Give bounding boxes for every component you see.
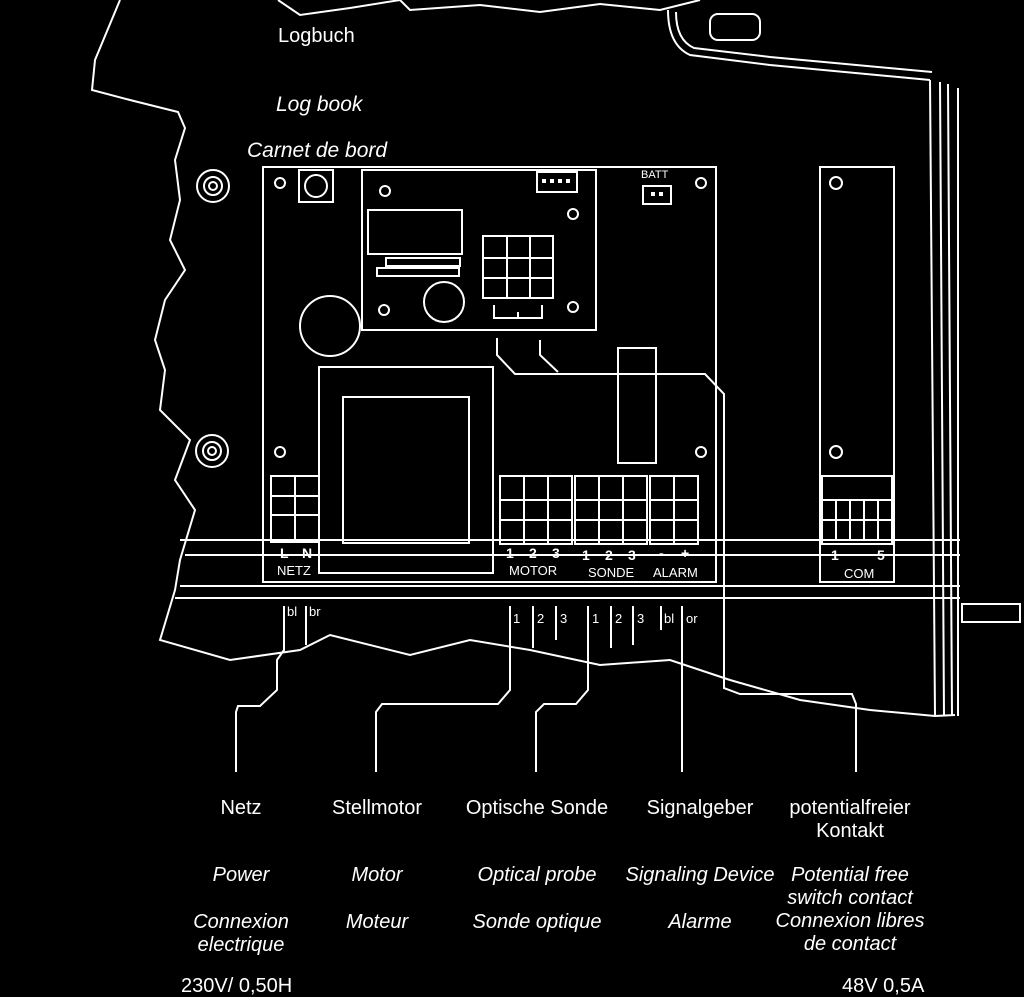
com-board <box>819 166 895 583</box>
connection-contact-de: potentialfreier <box>789 797 911 819</box>
wire-alarm-bl: bl <box>664 611 675 626</box>
motor-terminal-2-label: 2 <box>529 545 537 561</box>
sonde-terminal-2-label: 2 <box>605 547 613 563</box>
motor-terminal-3-label: 3 <box>552 545 560 561</box>
connection-netz-de: Netz <box>220 797 262 819</box>
alarm-plus-label: + <box>681 545 690 561</box>
connection-motor-fr: Moteur <box>345 911 409 933</box>
wire-sonde-3: 3 <box>637 611 645 626</box>
connection-contact-en: Potential free <box>791 864 909 886</box>
wire-alarm-or: or <box>686 611 698 626</box>
main-board <box>262 166 717 583</box>
alarm-terminal-label: ALARM <box>653 565 698 580</box>
netz-terminal-label: NETZ <box>277 563 311 578</box>
alarm-minus-label: - <box>659 545 664 561</box>
connection-signal-en: Signaling Device <box>625 864 775 886</box>
sonde-terminal-label: SONDE <box>588 565 635 580</box>
connection-signal-de: Signalgeber <box>646 797 754 819</box>
connection-contact-en-2: switch contact <box>787 887 913 909</box>
terminal-l-label: L <box>280 545 289 561</box>
connection-sonde-fr: Sonde optique <box>472 911 602 933</box>
logbook-label-en: Log book <box>276 93 363 116</box>
com-terminal-1-label: 1 <box>831 547 839 563</box>
sonde-terminal-1-label: 1 <box>582 547 590 563</box>
connection-contact-fr-2: de contact <box>803 933 897 955</box>
wire-motor-2: 2 <box>537 611 545 626</box>
wire-motor-3: 3 <box>560 611 568 626</box>
connection-sonde-en: Optical probe <box>477 864 597 886</box>
wire-netz-br: br <box>309 604 321 619</box>
motor-terminal-1-label: 1 <box>506 545 514 561</box>
connection-sonde-de: Optische Sonde <box>465 797 609 819</box>
terminal-n-label: N <box>302 545 313 561</box>
rating-contact: 48V 0,5A <box>842 975 925 997</box>
sonde-terminal <box>574 475 648 545</box>
connection-netz-fr: Connexion <box>193 911 289 933</box>
connection-motor-de: Stellmotor <box>331 797 423 819</box>
wire-motor-1: 1 <box>513 611 521 626</box>
connection-signal: Signalgeber Signaling Device Alarme <box>620 797 780 934</box>
housing-outline <box>90 0 956 718</box>
motor-terminal <box>499 475 573 545</box>
connection-netz: Netz Power Connexion electrique <box>161 797 321 957</box>
wire-sonde-2: 2 <box>615 611 623 626</box>
com-terminal-5-label: 5 <box>877 547 885 563</box>
connection-contact-de-2: Kontakt <box>816 820 884 842</box>
wire-netz-bl: bl <box>287 604 298 619</box>
batt-label: BATT <box>641 169 669 181</box>
connection-motor: Stellmotor Motor Moteur <box>297 797 457 934</box>
connection-sonde: Optische Sonde Optical probe Sonde optiq… <box>447 797 627 934</box>
logbook-label-de: Logbuch <box>278 25 355 47</box>
wire-sonde-1: 1 <box>592 611 600 626</box>
transformer <box>318 366 494 574</box>
connection-signal-fr: Alarme <box>668 911 732 933</box>
connection-netz-fr-2: electrique <box>197 934 285 956</box>
com-terminal-label: COM <box>844 566 875 581</box>
connection-netz-en: Power <box>212 864 270 886</box>
sonde-terminal-3-label: 3 <box>628 547 636 563</box>
rating-netz: 230V/ 0,50H <box>181 975 293 997</box>
connection-contact: potentialfreier Kontakt Potential free s… <box>770 797 930 956</box>
connection-motor-en: Motor <box>351 864 403 886</box>
logbook-label-fr: Carnet de bord <box>247 139 388 162</box>
motor-terminal-label: MOTOR <box>509 563 558 578</box>
connection-contact-fr: Connexion libres <box>775 910 925 932</box>
